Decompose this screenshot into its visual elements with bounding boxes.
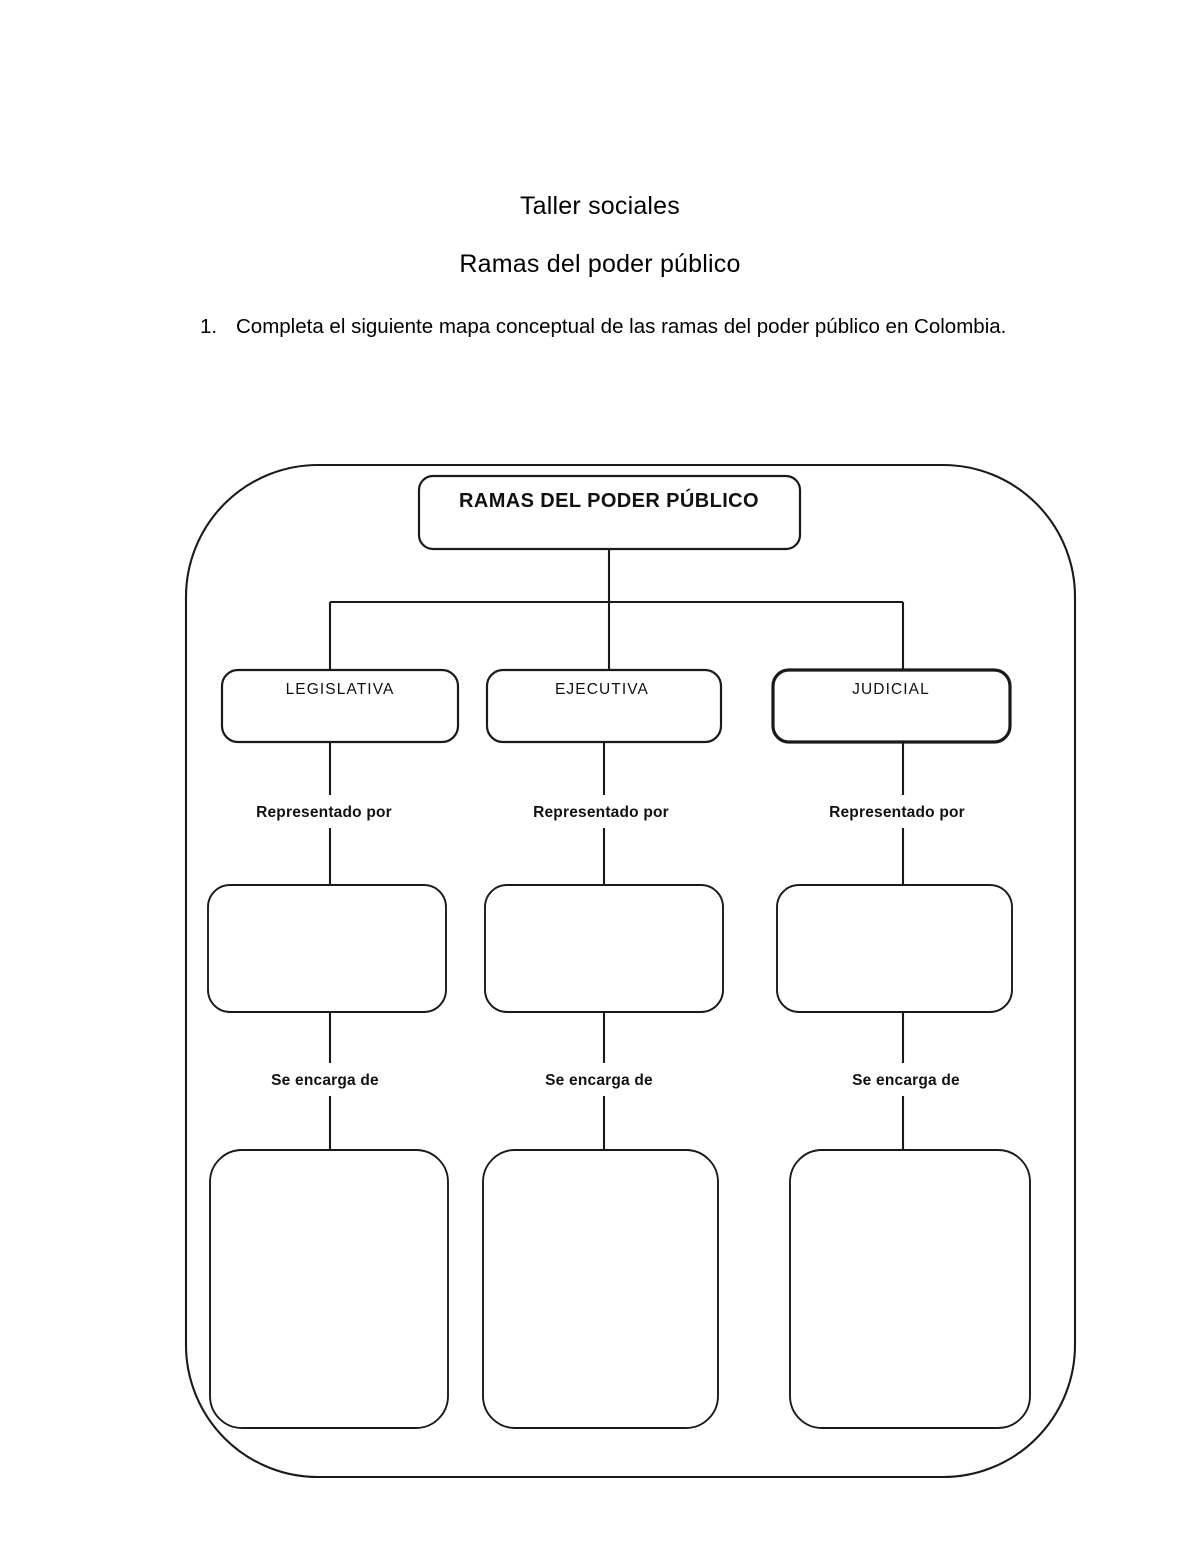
node-box-judicial	[771, 668, 1012, 744]
answer-box-legislativa-representado-por[interactable]	[207, 884, 447, 1013]
answer-box-judicial-se-encarga-de[interactable]	[789, 1149, 1031, 1429]
answer-box-legislativa-se-encarga-de[interactable]	[209, 1149, 449, 1429]
node-box-ejecutiva	[485, 668, 723, 744]
answer-box-ejecutiva-se-encarga-de[interactable]	[482, 1149, 719, 1429]
connector-label-ejecutiva-representado-por: Representado por	[533, 804, 669, 821]
concept-map-outer-frame	[184, 463, 1077, 1479]
connector-label-judicial-se-encarga-de: Se encarga de	[852, 1072, 960, 1089]
connector-label-ejecutiva-se-encarga-de: Se encarga de	[545, 1072, 653, 1089]
answer-box-ejecutiva-representado-por[interactable]	[484, 884, 724, 1013]
task-number: 1.	[200, 315, 218, 338]
node-label-judicial: JUDICIAL	[852, 681, 930, 698]
node-label-legislativa: LEGISLATIVA	[286, 681, 395, 698]
node-box-legislativa	[220, 668, 460, 744]
task-instruction-text: Completa el siguiente mapa conceptual de…	[236, 315, 1007, 338]
node-box-root	[417, 474, 802, 551]
task-list-item: 1. Completa el siguiente mapa conceptual…	[200, 312, 1020, 341]
connector-label-legislativa-representado-por: Representado por	[256, 804, 392, 821]
page-title: Taller sociales	[519, 192, 680, 220]
answer-box-judicial-representado-por[interactable]	[776, 884, 1013, 1013]
connector-label-legislativa-se-encarga-de: Se encarga de	[271, 1072, 379, 1089]
connector-label-judicial-representado-por: Representado por	[829, 804, 965, 821]
node-label-ejecutiva: EJECUTIVA	[555, 681, 649, 698]
node-label-root: RAMAS DEL PODER PÚBLICO	[459, 488, 759, 512]
page-subtitle: Ramas del poder público	[459, 250, 741, 278]
